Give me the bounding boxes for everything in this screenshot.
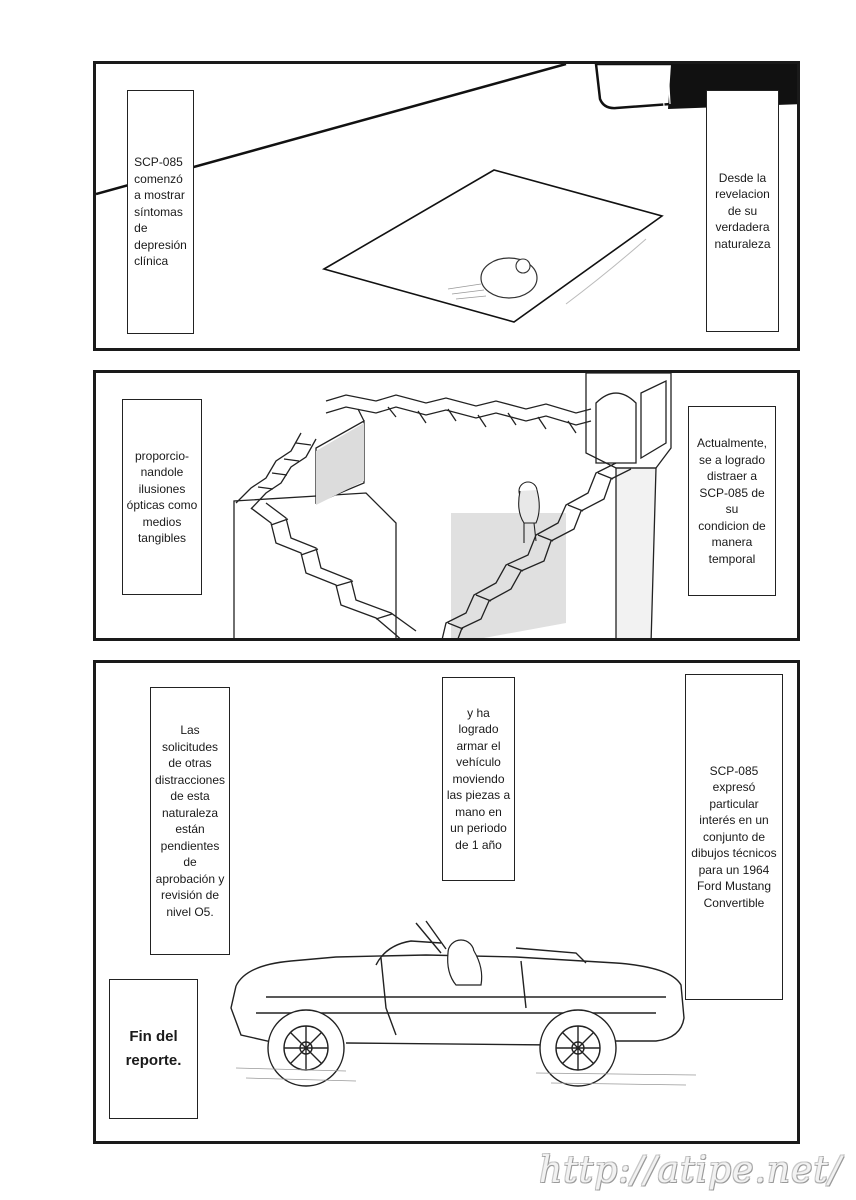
girl-figure bbox=[518, 481, 540, 543]
caption-box: SCP-085 expresó particular interés en un… bbox=[685, 674, 783, 1000]
caption-text: Desde la revelacion de su verdadera natu… bbox=[714, 170, 771, 251]
caption-box: Actualmente, se a logrado distraer a SCP… bbox=[688, 406, 776, 596]
caption-box: Fin del reporte. bbox=[109, 979, 198, 1119]
mustang-convertible-scene bbox=[230, 920, 697, 1087]
panel-2: proporcio- nandole ilusiones ópticas com… bbox=[93, 370, 800, 641]
caption-box: Las solicitudes de otras distracciones d… bbox=[150, 687, 230, 955]
caption-box: proporcio- nandole ilusiones ópticas com… bbox=[122, 399, 202, 595]
front-wheel bbox=[267, 1009, 345, 1087]
caption-text: SCP-085 comenzó a mostrar síntomas de de… bbox=[134, 155, 187, 269]
panel-1: SCP-085 comenzó a mostrar síntomas de de… bbox=[93, 61, 800, 351]
caption-box: SCP-085 comenzó a mostrar síntomas de de… bbox=[127, 90, 194, 334]
rear-wheel bbox=[539, 1009, 617, 1087]
caption-box: Desde la revelacion de su verdadera natu… bbox=[706, 90, 779, 332]
paper-sheet-scene bbox=[96, 64, 797, 323]
caption-text: SCP-085 expresó particular interés en un… bbox=[691, 763, 777, 910]
caption-text: Fin del reporte. bbox=[125, 1028, 182, 1069]
caption-box: y ha logrado armar el vehículo moviendo … bbox=[442, 677, 515, 881]
caption-text: Las solicitudes de otras distracciones d… bbox=[154, 723, 226, 919]
driver-figure bbox=[447, 939, 483, 986]
caption-text: Actualmente, se a logrado distraer a SCP… bbox=[696, 436, 768, 566]
impossible-staircase-scene bbox=[233, 373, 672, 638]
caption-text: proporcio- nandole ilusiones ópticas com… bbox=[126, 448, 198, 546]
panel-3: Las solicitudes de otras distracciones d… bbox=[93, 660, 800, 1144]
caption-text: y ha logrado armar el vehículo moviendo … bbox=[446, 705, 511, 852]
watermark: http://atipe.net/ bbox=[539, 1150, 842, 1191]
